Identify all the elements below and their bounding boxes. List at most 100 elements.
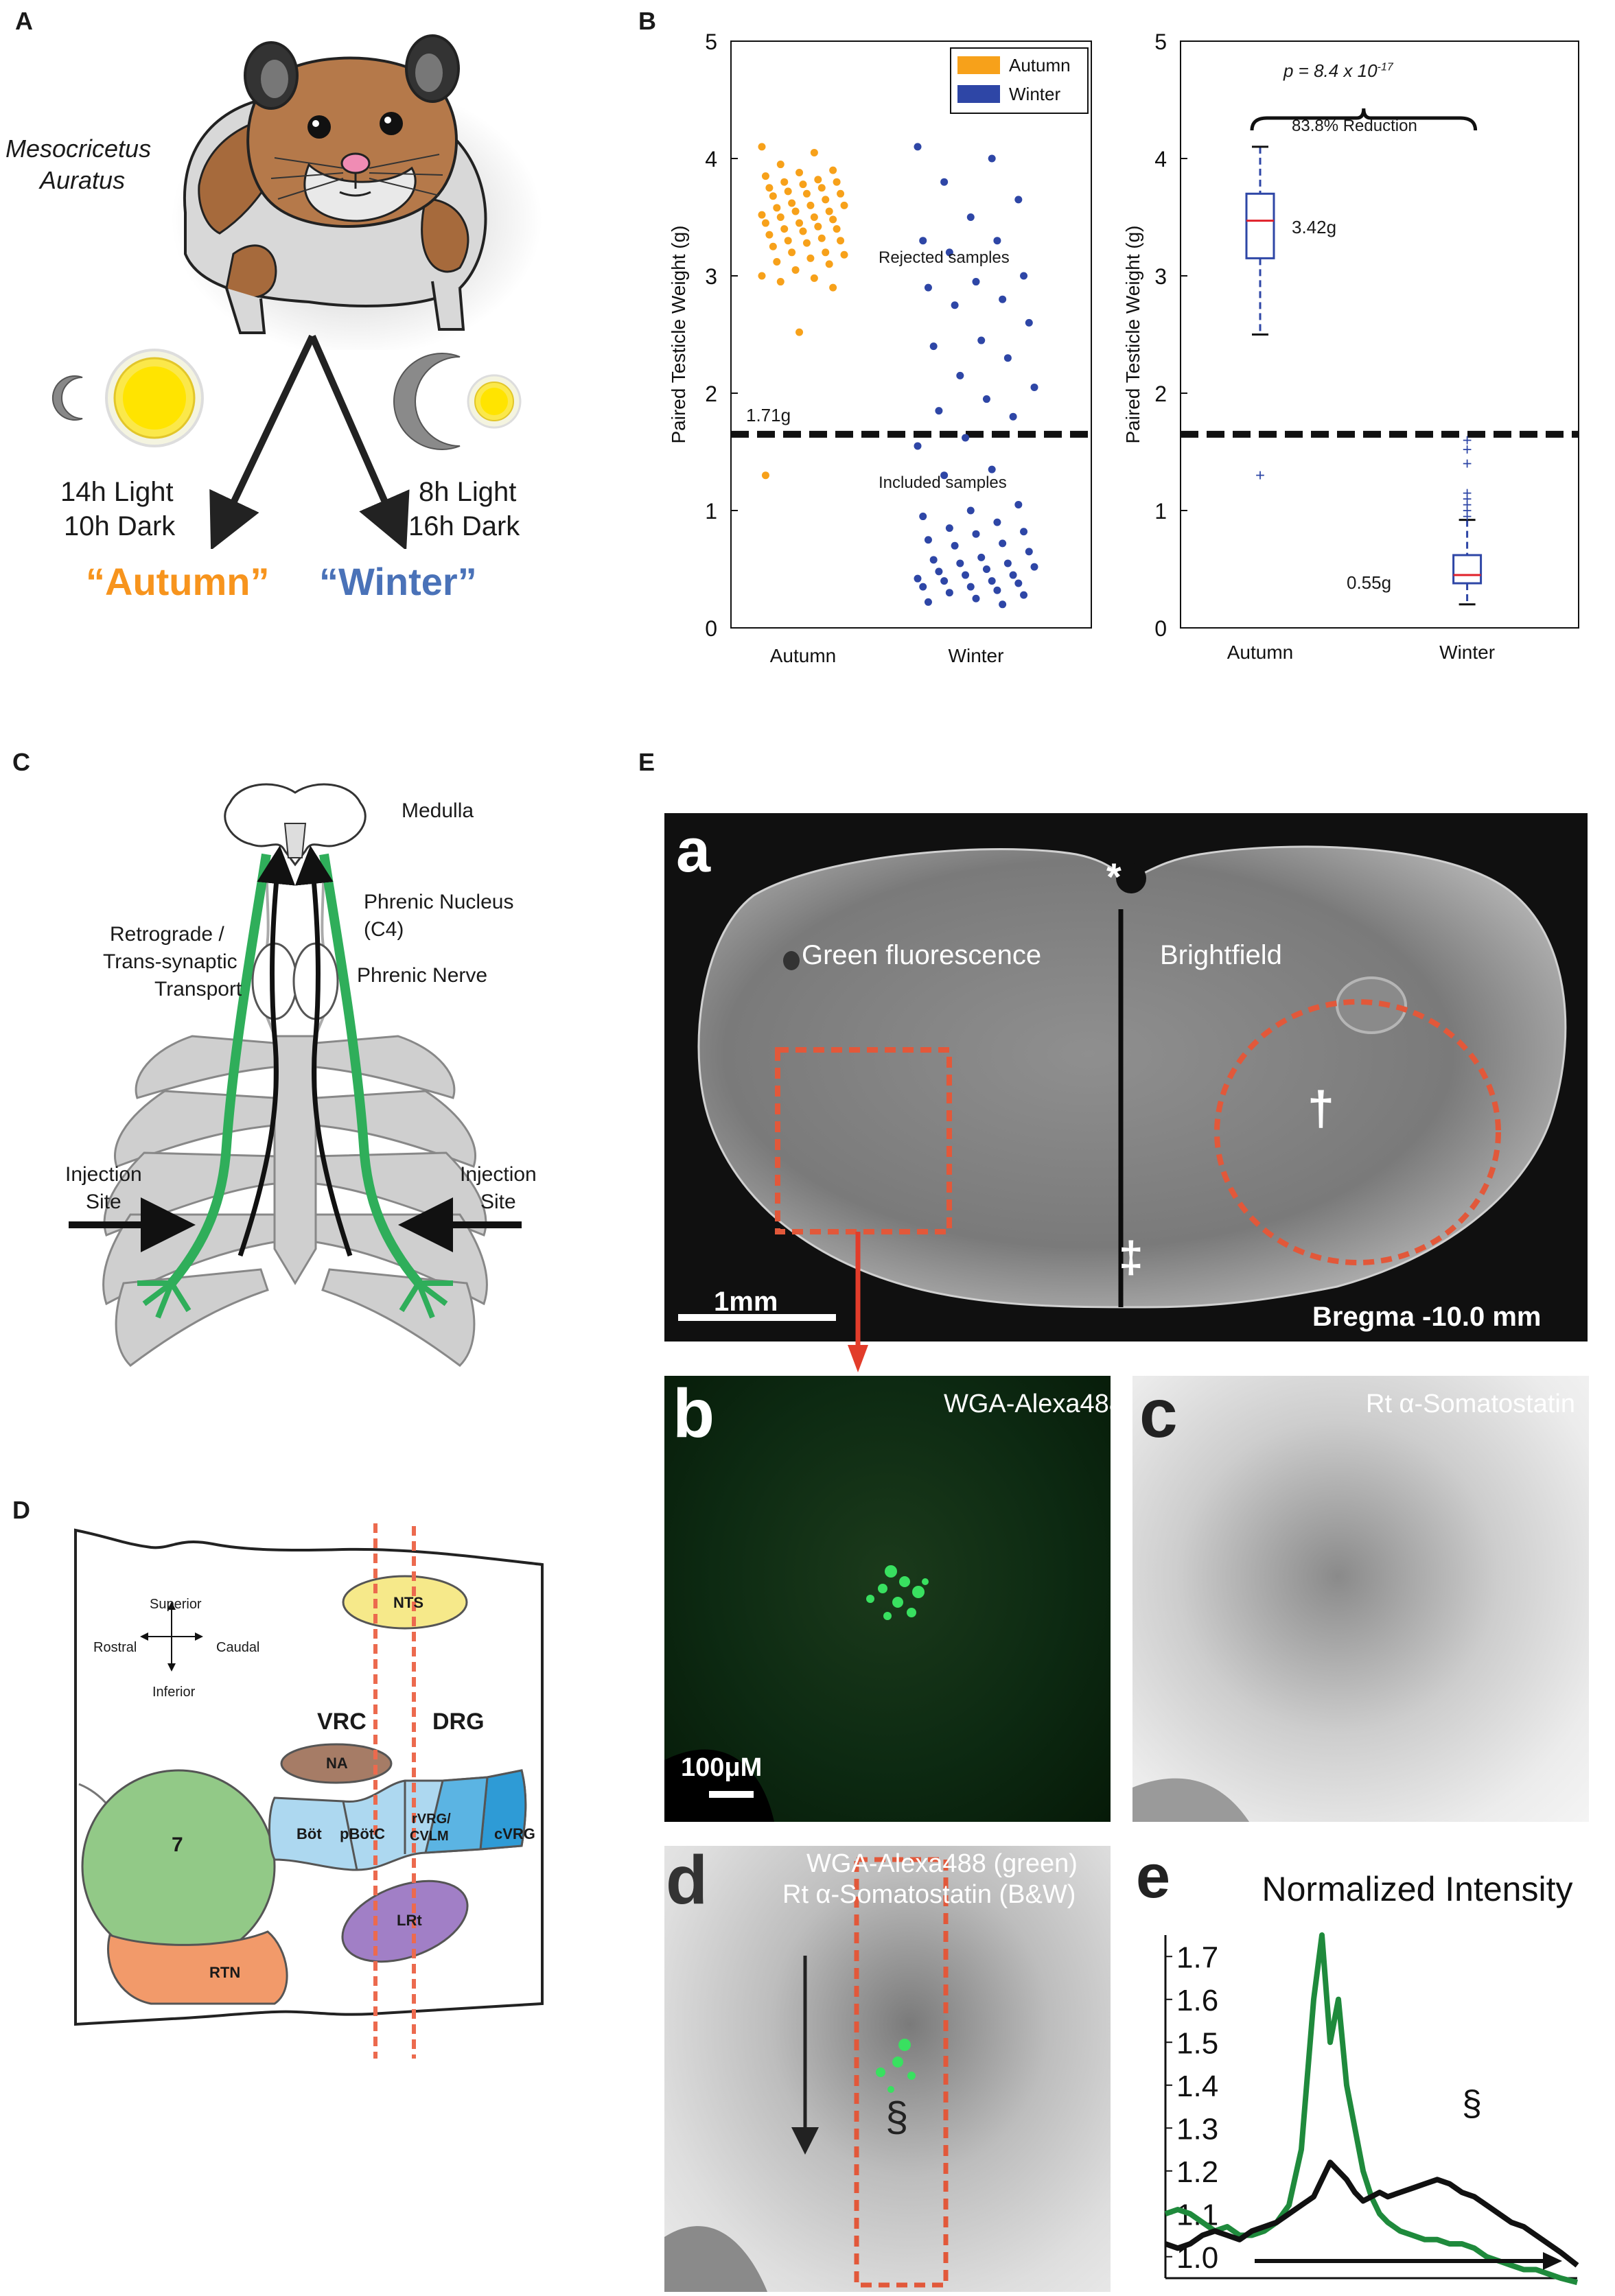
annotation-threshold: 1.71g	[746, 405, 791, 425]
comparison-brace	[1250, 108, 1478, 131]
data-point-autumn	[802, 239, 811, 247]
data-point-autumn	[829, 283, 837, 292]
median-winter-label: 0.55g	[1347, 572, 1392, 593]
panel-label-d: D	[12, 1496, 30, 1524]
micrograph-d	[664, 1846, 1111, 2292]
data-point-winter	[999, 295, 1007, 303]
legend-swatch	[957, 56, 1000, 74]
data-point-autumn	[776, 213, 785, 221]
data-point-autumn	[829, 215, 837, 224]
data-point-autumn	[840, 250, 848, 259]
micrograph-label-b: b	[673, 1375, 715, 1452]
left-light-label: 14h Light	[60, 477, 174, 507]
data-point-autumn	[802, 189, 811, 198]
data-point-autumn	[810, 274, 818, 282]
data-point-autumn	[814, 176, 822, 184]
caption-somatostatin: Rt α-Somatostatin	[1366, 1390, 1575, 1418]
zoom-arrow	[848, 1232, 868, 1372]
section-marker: §	[1462, 2084, 1482, 2124]
data-point-winter	[1009, 571, 1017, 579]
panel-label-b: B	[638, 7, 656, 35]
plot-frame	[730, 40, 1092, 629]
highlight-box-b	[775, 1047, 952, 1234]
data-point-winter	[914, 442, 922, 450]
chart-title: Normalized Intensity	[1262, 1870, 1573, 1908]
data-point-winter	[929, 342, 938, 351]
data-point-autumn	[791, 207, 800, 215]
data-point-winter	[945, 248, 953, 257]
data-point-winter	[951, 541, 959, 550]
right-light-label: 8h Light	[419, 477, 517, 507]
data-point-winter	[919, 583, 927, 591]
y-tick-label: 1.3	[1176, 2112, 1218, 2146]
data-point-autumn	[791, 266, 800, 274]
data-point-autumn	[780, 225, 789, 233]
data-point-autumn	[773, 257, 781, 266]
data-point-autumn	[825, 260, 833, 268]
bot-label: Böt	[297, 1825, 322, 1842]
data-point-autumn	[788, 199, 796, 207]
data-point-winter	[940, 577, 949, 585]
data-point-autumn	[765, 184, 774, 192]
data-point-autumn	[761, 172, 769, 180]
na-label: NA	[326, 1755, 348, 1772]
outlier-point: +	[1463, 455, 1472, 473]
outlier-point: +	[1463, 508, 1472, 526]
y-tick-label: 0	[705, 616, 717, 641]
y-tick-label: 3	[705, 264, 717, 289]
y-tick-label: 1.7	[1176, 1941, 1218, 1974]
data-point-winter	[1003, 354, 1012, 362]
data-point-autumn	[833, 178, 841, 186]
x-tick-label: Winter	[1439, 642, 1495, 663]
cvrg-label: cVRG	[494, 1825, 535, 1842]
data-point-autumn	[822, 248, 830, 257]
lrt-label: LRt	[397, 1912, 422, 1929]
dir-caudal: Caudal	[216, 1640, 260, 1655]
outlier-point: +	[1463, 484, 1472, 502]
data-point-winter	[956, 371, 964, 379]
pbotc-label: pBötC	[340, 1825, 385, 1842]
injection-site-left-2: Site	[86, 1191, 121, 1213]
micrograph-label-a: a	[676, 817, 711, 885]
data-point-winter	[988, 154, 996, 163]
scale-label-1mm: 1mm	[714, 1287, 778, 1317]
intensity-line-chart: Normalized Intensity1.01.11.21.31.41.51.…	[1164, 1870, 1579, 2286]
data-point-autumn	[829, 166, 837, 174]
moon-icon-left	[51, 375, 83, 421]
data-point-winter	[935, 567, 943, 576]
rvrg-label-1: rVRG/	[412, 1812, 451, 1827]
p-value-exponent: -17	[1377, 61, 1393, 73]
data-point-autumn	[780, 178, 789, 186]
median-autumn-label: 3.42g	[1292, 217, 1337, 237]
data-point-winter	[1030, 563, 1038, 571]
rtn-label: RTN	[209, 1964, 241, 1981]
y-tick-label: 4	[705, 147, 717, 172]
y-tick-label: 2	[705, 382, 717, 406]
data-point-autumn	[806, 201, 815, 209]
data-point-winter	[1020, 272, 1028, 280]
winter-label: “Winter”	[319, 560, 477, 603]
data-point-winter	[993, 237, 1001, 245]
dir-inferior: Inferior	[152, 1685, 196, 1700]
data-point-winter	[988, 465, 996, 473]
star-marker: *	[1106, 855, 1122, 898]
data-point-autumn	[817, 184, 826, 192]
y-tick-label: 5	[1154, 30, 1167, 54]
injection-site-right-2: Site	[480, 1191, 516, 1213]
data-point-winter	[956, 559, 964, 567]
dir-rostral: Rostral	[93, 1640, 137, 1655]
data-point-autumn	[806, 254, 815, 262]
caption-d-line1: WGA-Alexa488 (green)	[806, 1849, 1078, 1878]
species-name-line2: Auratus	[40, 166, 126, 194]
data-point-autumn	[788, 248, 796, 257]
data-point-autumn	[758, 211, 766, 219]
outlier-point: +	[1463, 490, 1472, 508]
data-point-winter	[1003, 559, 1012, 567]
data-point-winter	[924, 536, 932, 544]
y-tick-label: 1	[705, 499, 717, 524]
data-point-winter	[945, 589, 953, 597]
data-point-winter	[1025, 548, 1033, 556]
data-point-winter	[1020, 591, 1028, 599]
x-tick-label: Winter	[949, 645, 1004, 666]
data-point-autumn	[761, 471, 769, 480]
